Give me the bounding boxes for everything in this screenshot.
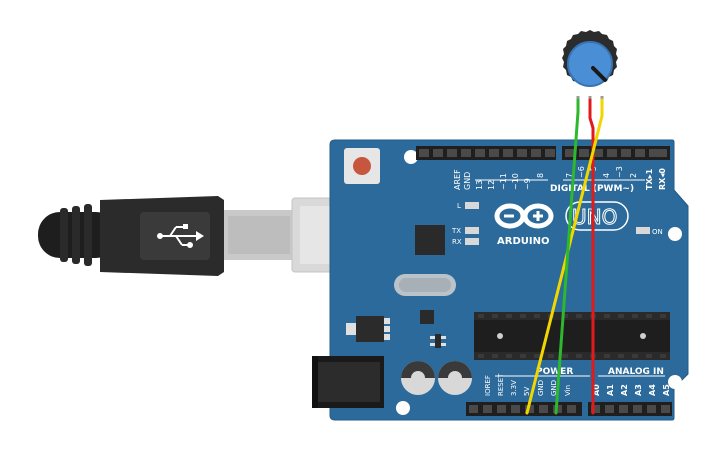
potentiometer-indicator: [591, 66, 607, 82]
digital-header-right[interactable]: [562, 146, 670, 160]
led-on: [636, 227, 650, 234]
crystal: [394, 274, 456, 296]
wire-yellow[interactable]: [525, 98, 604, 415]
small-component: [430, 334, 446, 348]
pin-label: A0: [592, 384, 601, 396]
digital-header-left[interactable]: [416, 146, 556, 160]
pin-label: GND: [537, 380, 545, 396]
capacitor: [438, 361, 472, 395]
voltage-regulator: [346, 316, 390, 342]
led-rx-label: RX: [452, 238, 462, 246]
dc-power-jack[interactable]: [312, 356, 384, 408]
pin-label: 8: [536, 173, 545, 178]
led-tx: [465, 227, 479, 234]
brand-label: ARDUINO: [497, 236, 549, 247]
pin-label: 3.3V: [510, 380, 518, 396]
pin-label: ~10: [511, 173, 520, 190]
pin-label: A4: [648, 384, 657, 396]
pin-label: AREF: [453, 169, 462, 190]
power-pin-labels: IOREF RESET 3.3V 5V GND GND Vin: [484, 373, 572, 396]
reset-button[interactable]: [344, 148, 380, 184]
pin-label: 4: [602, 173, 611, 178]
model-badge: [565, 201, 629, 231]
pin-label: ~9: [523, 178, 532, 190]
pin-label: A1: [606, 384, 615, 396]
arduino-logo-icon: [494, 203, 554, 229]
led-l-label: L: [457, 202, 461, 210]
mount-hole: [396, 401, 410, 415]
atmega-chip: [474, 312, 670, 360]
capacitor: [401, 361, 435, 395]
power-header[interactable]: [466, 402, 582, 416]
pin-label: GND: [463, 172, 472, 190]
pin-label: RX◂0: [658, 168, 667, 190]
led-tx-label: TX: [451, 227, 461, 235]
led-l: [465, 202, 479, 209]
pin-label: ~6: [577, 166, 586, 178]
wire-red[interactable]: [588, 98, 595, 415]
pin-label: 12: [487, 180, 496, 190]
wire-green[interactable]: [554, 98, 580, 415]
pin-label: ~11: [499, 173, 508, 190]
analog-header[interactable]: [588, 402, 672, 416]
wires[interactable]: [525, 98, 604, 415]
led-rx: [465, 238, 479, 245]
analog-pin-labels: A0 A1 A2 A3 A4 A5: [592, 384, 671, 396]
mount-hole: [668, 375, 682, 389]
pin-label: GND: [550, 380, 558, 396]
pin-label: A2: [620, 384, 629, 396]
potentiometer[interactable]: [562, 30, 618, 110]
led-on-label: ON: [652, 228, 663, 236]
pin-label: 2: [629, 173, 638, 178]
pin-label: 5V: [523, 387, 531, 396]
small-chip: [420, 310, 434, 324]
pin-label: ~3: [615, 166, 624, 178]
model-label: UNO: [572, 205, 617, 229]
arduino-uno-board[interactable]: AREF GND 13 12 ~11 ~10 ~9 8 7 ~6 ~5 4 ~3…: [312, 139, 689, 421]
pin-label: A3: [634, 384, 643, 396]
pin-label: 7: [565, 173, 574, 178]
pin-label: TX▸1: [645, 168, 654, 190]
mount-hole: [404, 150, 418, 164]
usb-chip: [415, 225, 445, 255]
pin-label: A5: [662, 384, 671, 396]
mount-hole: [668, 227, 682, 241]
usb-symbol-icon: [157, 224, 204, 248]
power-label: POWER: [536, 367, 573, 377]
pin-label: IOREF: [484, 375, 492, 396]
analog-label: ANALOG IN: [608, 367, 664, 377]
pin-label: 13: [475, 180, 484, 190]
usb-cable[interactable]: [0, 0, 385, 276]
pin-label: Vin: [564, 385, 572, 396]
pin-label: RESET: [497, 373, 505, 396]
